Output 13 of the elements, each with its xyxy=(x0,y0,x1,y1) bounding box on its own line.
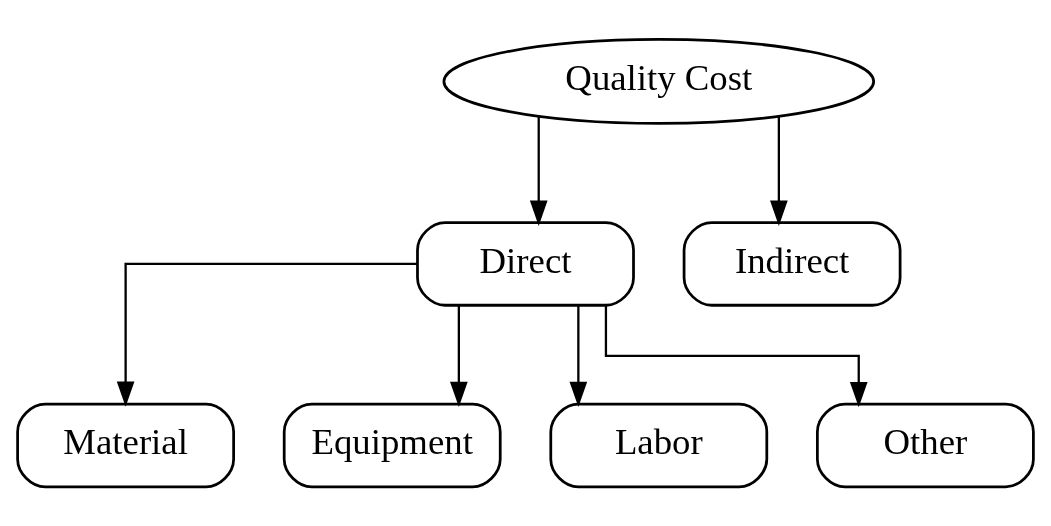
arrow xyxy=(529,116,548,226)
arrow xyxy=(450,306,468,408)
node-box: Indirect xyxy=(682,221,902,307)
node-ellipse: Quality Cost xyxy=(442,38,876,125)
node-box: Other xyxy=(816,402,1035,489)
node-box: Labor xyxy=(549,402,769,489)
node-box: Direct xyxy=(416,221,635,307)
node-box: Equipment xyxy=(282,402,502,489)
arrow xyxy=(770,116,788,226)
arrow xyxy=(569,306,588,408)
node-box: Material xyxy=(16,402,235,489)
arrow xyxy=(116,262,418,407)
arrow xyxy=(604,305,868,408)
